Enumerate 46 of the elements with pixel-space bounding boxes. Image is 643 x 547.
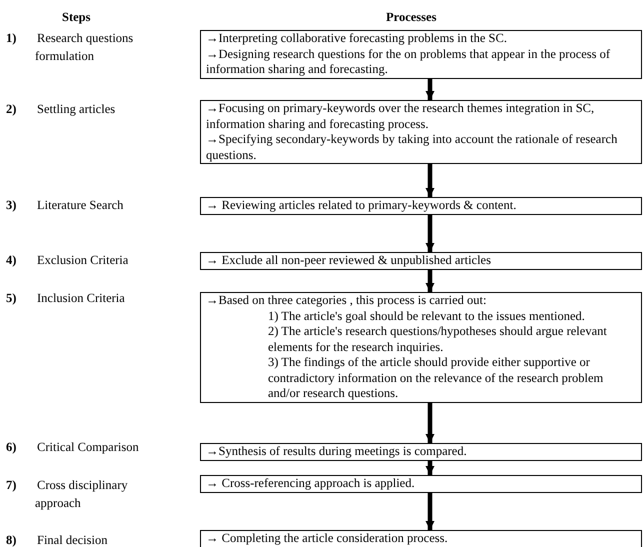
process-box (200, 100, 642, 164)
arrow (426, 270, 434, 292)
step-number: 7) (6, 477, 16, 494)
arrow (426, 460, 434, 475)
arrow (426, 164, 434, 197)
column-heading: Processes (386, 9, 436, 26)
arrow (426, 78, 434, 100)
column-heading: Steps (62, 9, 90, 26)
process-box (200, 292, 642, 402)
process-text: → Completing the article consideration process. (206, 531, 449, 546)
step-number: 2) (6, 101, 16, 118)
step-name: Settling articles (36, 101, 116, 118)
process-text: →Specifying secondary-keywords by taking into account the rationale of research questions. (206, 132, 618, 163)
process-text: → Exclude all non-peer reviewed & unpublished articles (206, 253, 492, 268)
arrow (426, 214, 434, 252)
process-box (200, 197, 642, 214)
process-text: 2) The article's research questions/hypotheses should argue relevant elements for the research inquiries. (267, 324, 608, 355)
process-box (200, 530, 642, 547)
process-box (200, 475, 642, 492)
step-name: Critical Comparison (36, 439, 140, 456)
process-box (200, 443, 642, 460)
step-name: Exclusion Criteria (36, 252, 130, 269)
process-text: →Focusing on primary-keywords over the research themes integration in SC, information sharing and forecasting process. (206, 101, 596, 132)
process-box (200, 30, 642, 78)
step-name: Cross disciplinary approach (35, 477, 129, 512)
process-text: → Reviewing articles related to primary-keywords & content. (206, 198, 518, 214)
step-number: 3) (6, 197, 16, 214)
arrow (426, 492, 434, 530)
step-name: Inclusion Criteria (36, 290, 126, 307)
step-number: 4) (6, 252, 16, 269)
step-number: 5) (6, 290, 16, 307)
process-text: 1) The article's goal should be relevant to the issues mentioned. (267, 308, 586, 324)
arrow (426, 402, 434, 443)
step-name: Research questions formulation (35, 30, 134, 65)
process-text: →Based on three categories , this process is carried out: (206, 293, 488, 308)
process-text: 3) The findings of the article should provide either supportive or contradictory information on the relevance of the research problem and/or research questions. (267, 355, 604, 402)
step-name: Final decision (36, 532, 108, 547)
process-text: →Interpreting collaborative forecasting problems in the SC. (206, 31, 508, 46)
process-box (200, 252, 642, 270)
step-number: 6) (6, 439, 16, 456)
process-text: → Cross-referencing approach is applied. (206, 476, 416, 492)
step-name: Literature Search (36, 197, 124, 214)
step-number: 8) (6, 532, 16, 547)
step-number: 1) (6, 30, 16, 47)
process-text: →Synthesis of results during meetings is compared. (206, 444, 468, 460)
process-text: →Designing research questions for the on problems that appear in the process of information sharing and forecasting. (206, 46, 612, 78)
